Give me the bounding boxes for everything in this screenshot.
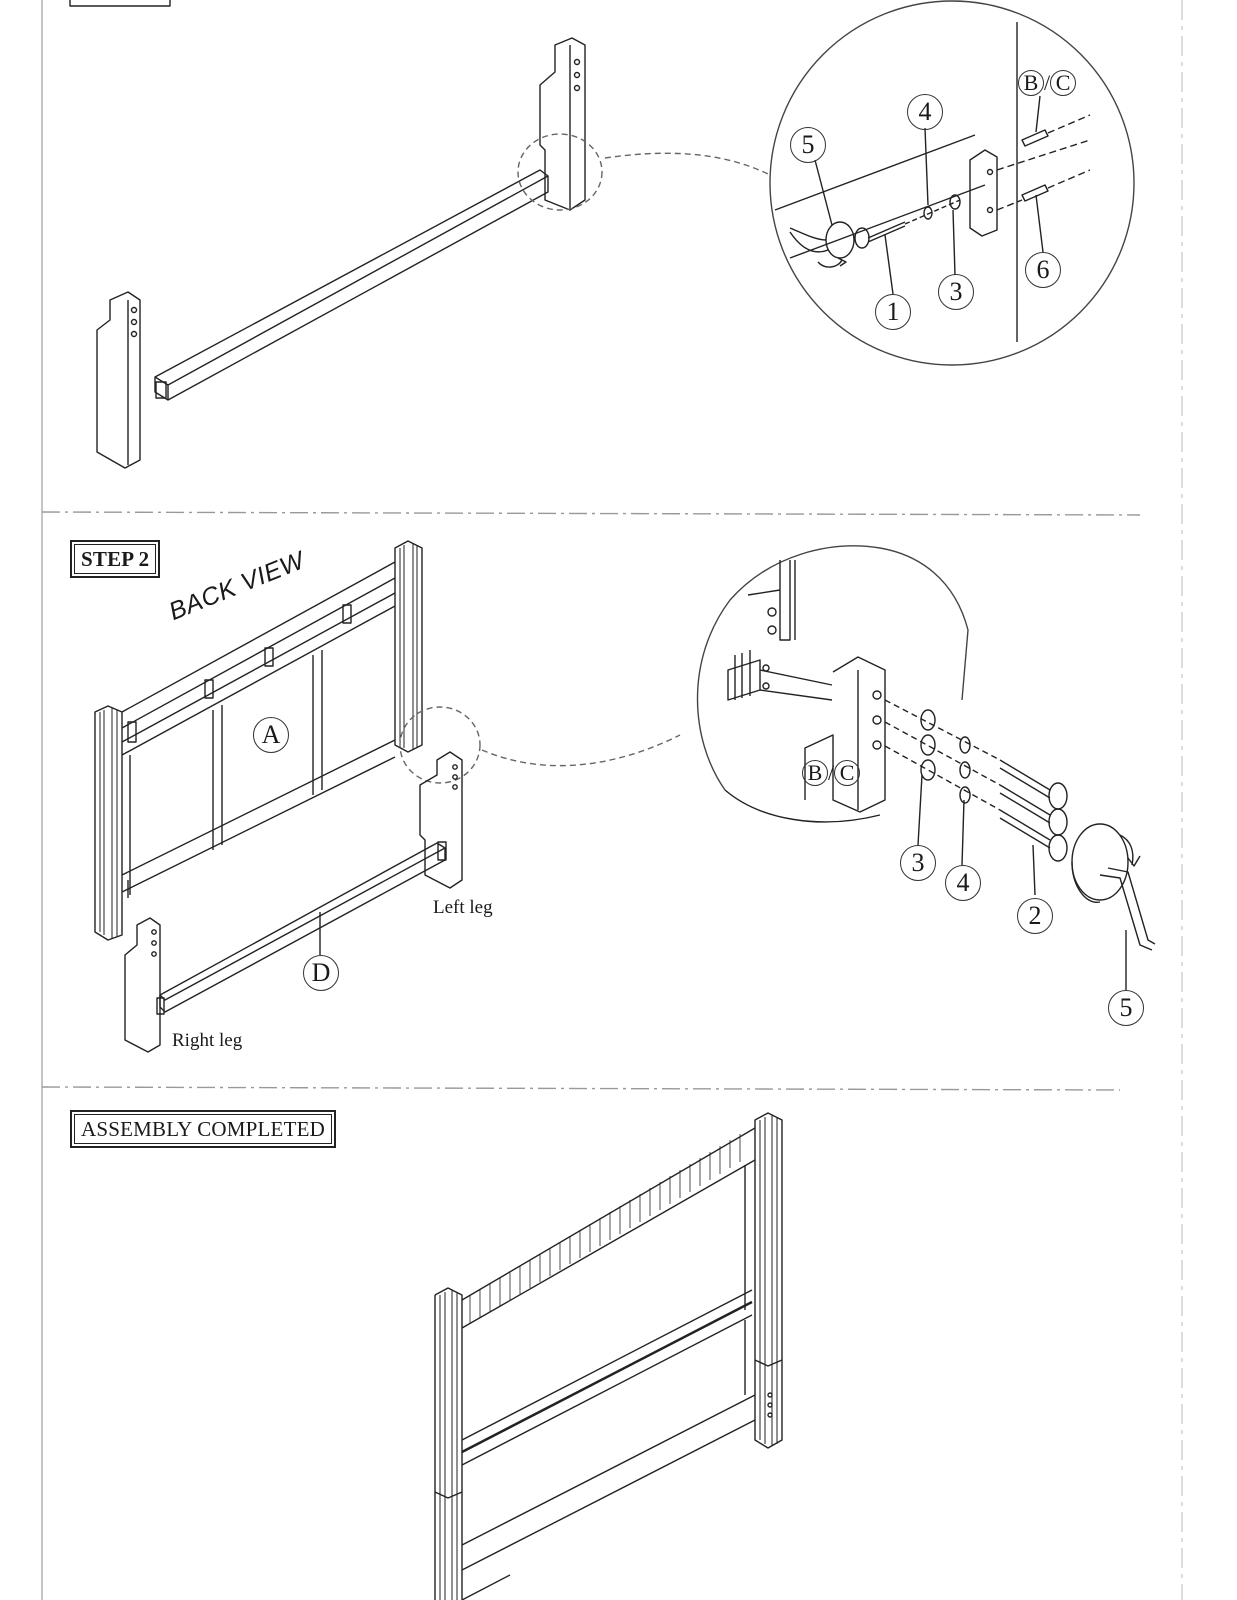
step2-title: STEP 2 <box>70 540 161 578</box>
step1-callout-6: 6 <box>1025 252 1061 288</box>
step2-callout-2: 2 <box>1017 898 1053 934</box>
part-d-callout: D <box>303 955 339 991</box>
step1-rail-figure <box>96 37 771 469</box>
step1-part-c: C <box>1050 70 1077 96</box>
step2-callout-5: 5 <box>1108 990 1144 1026</box>
step2-detail-figure <box>696 545 1156 990</box>
step2-part-slash: / <box>828 760 835 785</box>
step2-part-bc-label: B/C <box>802 760 861 786</box>
step1-callout-5: 5 <box>790 127 826 163</box>
step2-headboard-figure <box>94 540 681 1053</box>
step2-part-b: B <box>802 760 828 786</box>
part-a-callout: A <box>253 717 289 753</box>
assembly-completed-text: ASSEMBLY COMPLETED <box>74 1114 332 1144</box>
assembly-completed-title: ASSEMBLY COMPLETED <box>70 1110 336 1148</box>
step1-callout-3: 3 <box>938 274 974 310</box>
step2-callout-4: 4 <box>945 865 981 901</box>
step2-title-text: STEP 2 <box>74 544 157 574</box>
step1-detail-figure <box>769 0 1135 366</box>
step1-callout-1: 1 <box>875 294 911 330</box>
step1-part-bc-label: B/C <box>1018 70 1077 96</box>
step1-part-slash: / <box>1044 70 1051 95</box>
step2-part-c: C <box>834 760 861 786</box>
assembly-completed-figure <box>434 1112 783 1600</box>
left-leg-label: Left leg <box>433 897 493 918</box>
step1-callout-4: 4 <box>907 94 943 130</box>
step2-callout-3: 3 <box>900 845 936 881</box>
step1-part-b: B <box>1018 70 1044 96</box>
right-leg-label: Right leg <box>172 1030 243 1051</box>
